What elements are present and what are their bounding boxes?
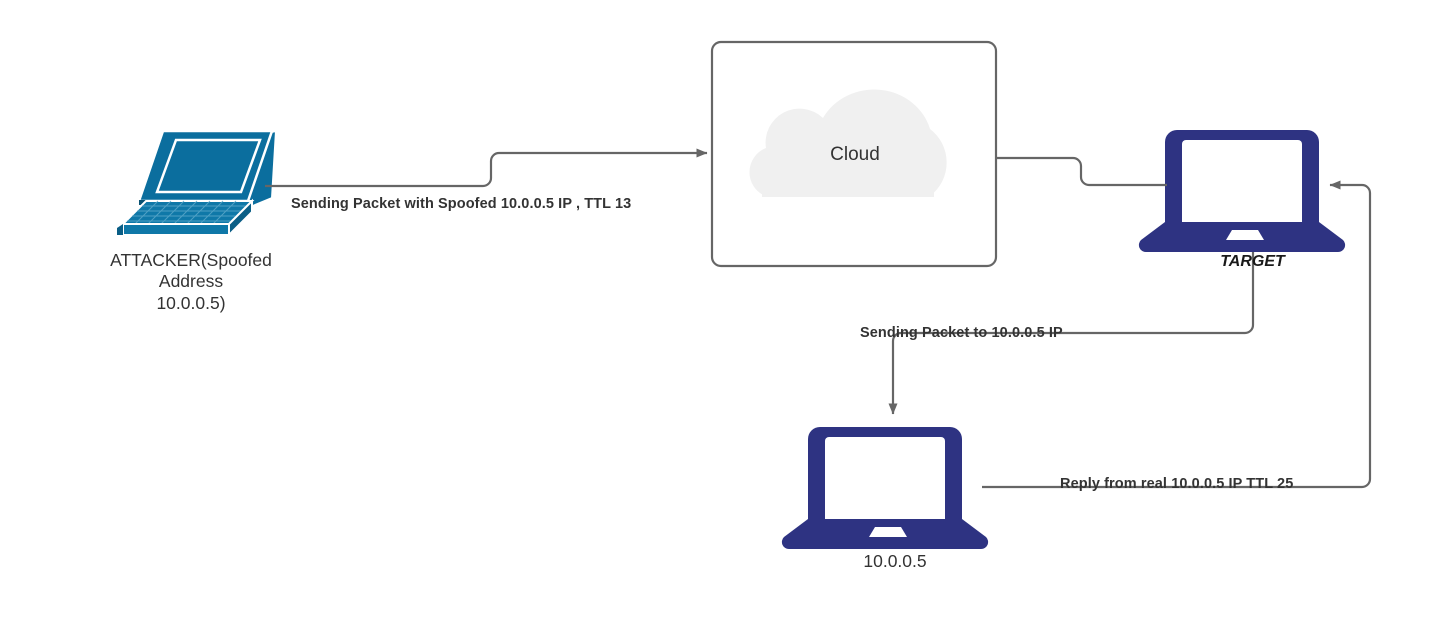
attacker-node-label: ATTACKER(Spoofed Address 10.0.0.5)	[110, 250, 272, 313]
cloud-node-label: Cloud	[830, 144, 880, 165]
edge-victim-to-target-label: Reply from real 10.0.0.5 IP TTL 25	[1060, 476, 1294, 492]
cloud-box	[710, 40, 998, 268]
edge-attacker-to-cloud	[265, 148, 708, 188]
victim-node-label: 10.0.0.5	[863, 551, 927, 571]
target-node-label: TARGET	[1220, 253, 1285, 270]
laptop-icon-target	[1138, 130, 1346, 253]
laptop-icon-victim	[781, 427, 989, 550]
laptop-isometric-icon	[117, 129, 278, 238]
cloud-icon	[749, 89, 947, 197]
edge-target-to-victim	[888, 252, 1255, 415]
edge-cloud-to-target	[996, 156, 1167, 187]
edge-attacker-to-cloud-label: Sending Packet with Spoofed 10.0.0.5 IP …	[291, 196, 632, 212]
edge-victim-to-target	[982, 180, 1372, 489]
edge-target-to-victim-label: Sending Packet to 10.0.0.5 IP	[860, 325, 1063, 341]
